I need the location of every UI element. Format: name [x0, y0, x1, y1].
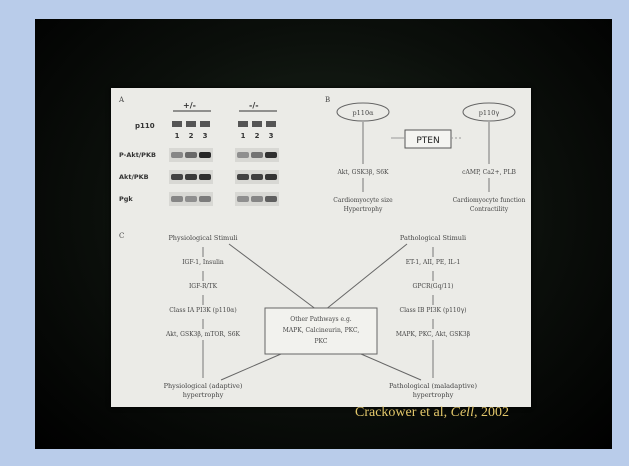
genotype-het-label: +/-: [183, 101, 196, 110]
blot-band: [251, 196, 263, 202]
blot-band: [199, 174, 211, 180]
gamma-outcome-line2: Contractility: [470, 206, 509, 213]
pathway-step: MAPK, PKC, Akt, GSK3β: [396, 331, 471, 338]
blot-band: [185, 174, 197, 180]
blot-band: [199, 196, 211, 202]
pathological-outcome-line1: Pathological (maladaptive): [389, 382, 477, 390]
blot-band: [171, 174, 183, 180]
lane-number: 2: [189, 132, 194, 140]
blot-band: [265, 152, 277, 158]
other-to-phys-arrow: [220, 353, 282, 381]
other-pathways-line3: PKC: [315, 338, 328, 345]
gamma-effectors: cAMP, Ca2+, PLB: [462, 169, 516, 176]
blot-band: [237, 174, 249, 180]
pathway-step: IGF-R/TK: [189, 283, 218, 290]
phys-to-other-arrow: [228, 243, 318, 311]
blot-band: [237, 196, 249, 202]
pathway-step: Akt, GSK3β, mTOR, S6K: [165, 331, 241, 338]
alpha-effectors: Akt, GSK3β, S6K: [336, 169, 389, 176]
blot-band: [171, 196, 183, 202]
blot-band: [265, 196, 277, 202]
lane-marker: [252, 121, 262, 127]
lane-markers: [172, 121, 276, 127]
lane-marker: [266, 121, 276, 127]
figure-panel: A +/- -/- p110 1 2 3 1 2 3 P-Akt/PKB Akt/PKB Pg…: [111, 88, 531, 407]
citation-year: 2002: [480, 405, 509, 420]
blot-band: [251, 152, 263, 158]
lane-number: 2: [255, 132, 260, 140]
blot-band: [251, 174, 263, 180]
lane-number: 1: [241, 132, 246, 140]
alpha-outcome-line1: Cardiomyocyte size: [333, 197, 393, 204]
blot-band: [237, 152, 249, 158]
blot-band: [185, 196, 197, 202]
other-to-path-arrow: [360, 353, 422, 381]
other-pathways-line2: MAPK, Calcineurin, PKC,: [283, 327, 360, 334]
p110gamma-label: p110γ: [479, 109, 500, 117]
pten-label: PTEN: [416, 136, 439, 146]
presentation-slide: A +/- -/- p110 1 2 3 1 2 3 P-Akt/PKB Akt/PKB Pg…: [35, 19, 612, 449]
lane-numbers: 1 2 3 1 2 3: [175, 132, 274, 140]
other-pathways-line1: Other Pathways e.g.: [290, 316, 352, 323]
blot-band: [265, 174, 277, 180]
pathway-step: IGF-1, Insulin: [182, 259, 224, 266]
lane-number: 3: [269, 132, 274, 140]
physiological-outcome-line1: Physiological (adaptive): [164, 382, 243, 390]
alpha-outcome-line2: Hypertrophy: [344, 206, 383, 213]
lane-header: p110: [135, 122, 155, 130]
physiological-outcome-line2: hypertrophy: [183, 391, 224, 399]
physiological-stimuli: Physiological Stimuli: [168, 234, 237, 242]
lane-number: 3: [203, 132, 208, 140]
pathway-step: ET-1, AII, PE, IL-1: [406, 259, 461, 266]
panel-c-letter: C: [119, 232, 124, 240]
p110alpha-label: p110α: [353, 109, 375, 117]
path-to-other-arrow: [324, 243, 408, 311]
pathological-stimuli: Pathological Stimuli: [400, 234, 466, 242]
pathological-outcome-line2: hypertrophy: [413, 391, 454, 399]
lane-marker: [200, 121, 210, 127]
lane-marker: [172, 121, 182, 127]
gamma-outcome-line1: Cardiomyocyte function: [453, 197, 526, 204]
lane-number: 1: [175, 132, 180, 140]
blot-band: [199, 152, 211, 158]
lane-marker: [238, 121, 248, 127]
blot-label: Akt/PKB: [119, 173, 149, 181]
panel-b-letter: B: [325, 96, 330, 104]
pathway-step: GPCR(Gq/11): [413, 283, 454, 290]
citation-authors: Crackower et al,: [355, 405, 448, 420]
blot-rows: P-Akt/PKB Akt/PKB Pgk: [119, 148, 279, 206]
blot-label: P-Akt/PKB: [119, 151, 156, 159]
p110alpha-node: [336, 102, 390, 122]
blot-label: Pgk: [119, 195, 133, 203]
blot-band: [171, 152, 183, 158]
figure-svg: A +/- -/- p110 1 2 3 1 2 3 P-Akt/PKB Akt/PKB Pg…: [118, 96, 526, 399]
blot-band: [185, 152, 197, 158]
lane-marker: [186, 121, 196, 127]
genotype-ko-label: -/-: [249, 101, 259, 110]
pten-box: [404, 129, 452, 149]
citation-journal: Cell,: [450, 405, 478, 420]
pathway-step: Class IB PI3K (p110γ): [399, 307, 466, 314]
citation: Crackower et al, Cell, 2002: [355, 405, 509, 421]
pathway-step: Class IA PI3K (p110α): [169, 307, 236, 314]
p110gamma-node: [462, 102, 516, 122]
other-pathways-box: [264, 307, 378, 355]
panel-a-letter: A: [118, 96, 125, 104]
